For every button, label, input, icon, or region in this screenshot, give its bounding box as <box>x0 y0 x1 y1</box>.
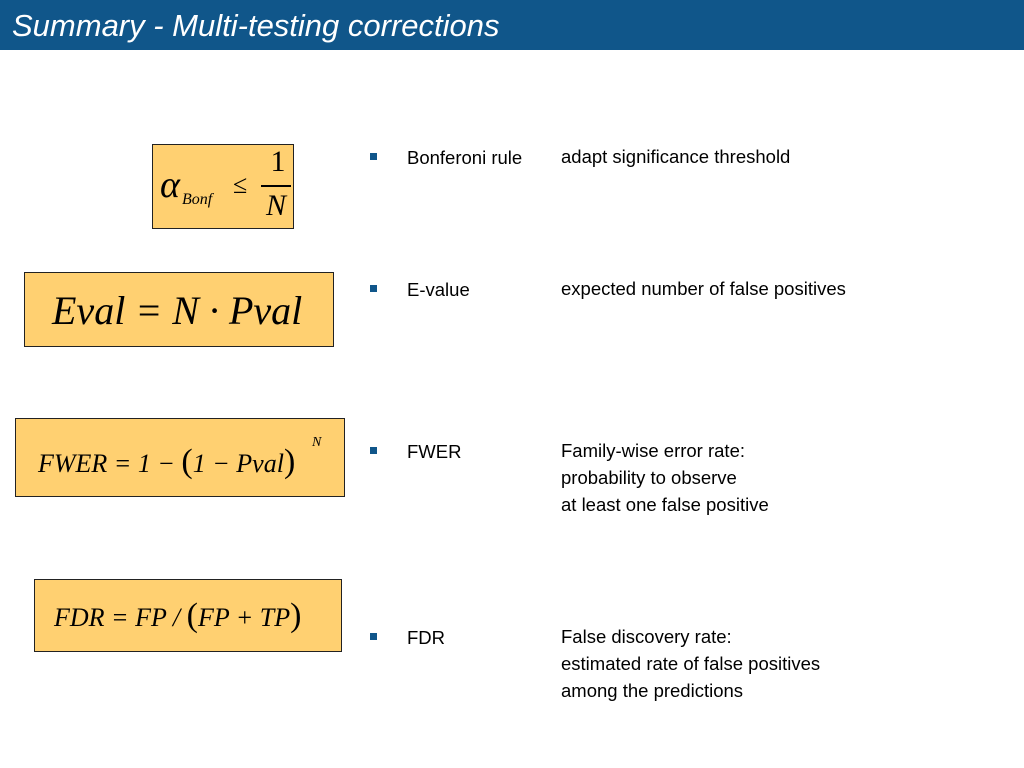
fwer-lhs: FWER = 1 − <box>38 449 182 478</box>
bullet-term: E-value <box>407 279 470 300</box>
fdr-expression: FDR = FP / (FP + TP) <box>54 597 301 635</box>
bullet-description: expected number of false positives <box>561 275 846 302</box>
fwer-expression: FWER = 1 − (1 − Pval) <box>38 443 295 481</box>
bullet-square-icon <box>370 633 377 640</box>
leq-symbol: ≤ <box>233 170 248 199</box>
description-line: adapt significance threshold <box>561 146 791 167</box>
fdr-formula-box: FDR = FP / (FP + TP) <box>34 579 342 652</box>
bonferroni-formula-box: α Bonf ≤ 1 N <box>152 144 294 229</box>
description-line: at least one false positive <box>561 494 769 515</box>
bullet-term: Bonferoni rule <box>407 147 523 168</box>
description-line: False discovery rate: <box>561 626 732 647</box>
title-bar: Summary - Multi-testing corrections <box>0 0 1024 50</box>
bullet-description: False discovery rate: estimated rate of … <box>561 623 820 704</box>
description-line: expected number of false positives <box>561 278 846 299</box>
fdr-close-paren: ) <box>290 597 302 634</box>
evalue-expression: Eval = N · Pval <box>52 288 303 333</box>
description-line: estimated rate of false positives <box>561 653 821 674</box>
evalue-formula-box: Eval = N · Pval <box>24 272 334 347</box>
fwer-exponent: N <box>312 435 322 450</box>
bullet-description: Family-wise error rate: probability to o… <box>561 437 769 518</box>
fwer-formula-box: FWER = 1 − (1 − Pval) N <box>15 418 345 497</box>
description-line: Family-wise error rate: <box>561 440 745 461</box>
slide-title: Summary - Multi-testing corrections <box>12 8 500 43</box>
bonf-subscript: Bonf <box>182 191 213 208</box>
fwer-open-paren: ( <box>181 443 193 480</box>
fdr-open-paren: ( <box>186 597 198 634</box>
fwer-inner: 1 − Pval <box>192 449 284 478</box>
alpha-symbol: α <box>160 164 180 206</box>
description-line: probability to observe <box>561 467 737 488</box>
bullet-description: adapt significance threshold <box>561 143 790 170</box>
fdr-lhs: FDR = FP / <box>54 603 187 632</box>
fwer-close-paren: ) <box>283 443 296 480</box>
fdr-inner: FP + TP <box>197 603 291 632</box>
bullet-square-icon <box>370 447 377 454</box>
fraction-bar <box>261 185 291 187</box>
bullet-term: FWER <box>407 441 462 462</box>
bullet-term: FDR <box>407 627 446 648</box>
fraction-denominator: N <box>265 189 286 222</box>
bullet-square-icon <box>370 153 377 160</box>
bullet-square-icon <box>370 285 377 292</box>
description-line: among the predictions <box>561 680 744 701</box>
fraction-numerator: 1 <box>270 145 286 178</box>
